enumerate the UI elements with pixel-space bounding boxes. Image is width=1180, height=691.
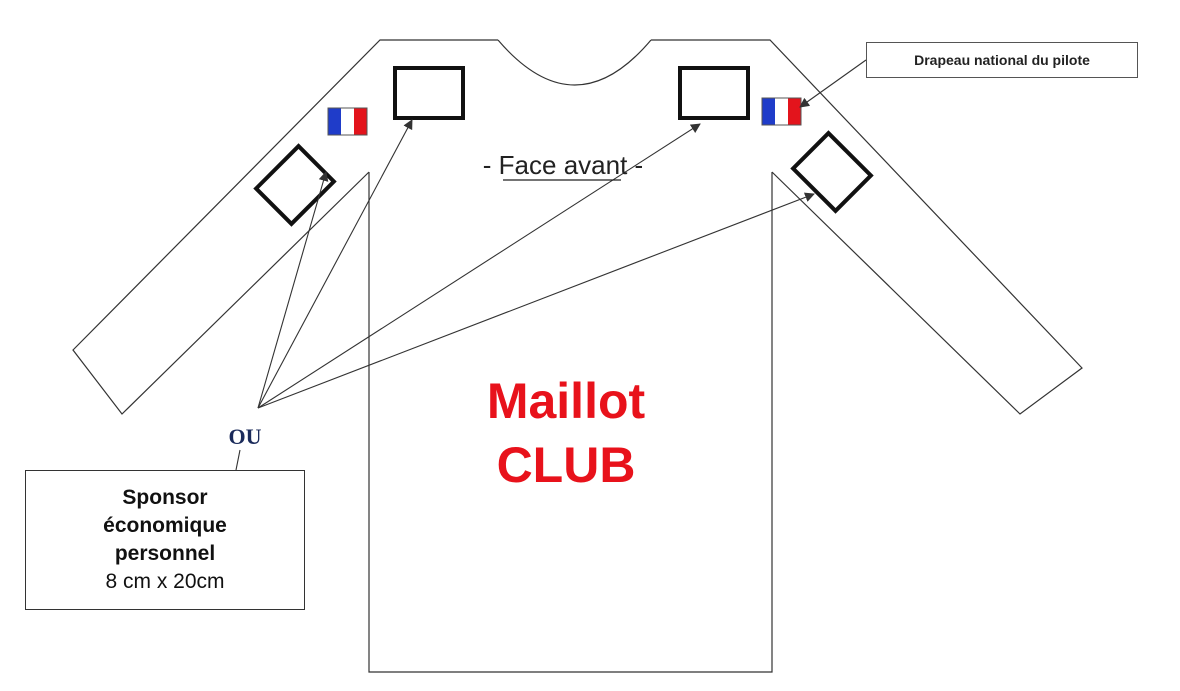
jersey-body-outline: [368, 172, 773, 673]
patch-zones: [253, 66, 874, 227]
maillot-club-title-line2: CLUB: [497, 437, 636, 493]
sponsor-line-1: Sponsor: [122, 486, 208, 509]
sponsor-line-2: économique: [103, 514, 227, 537]
face-avant-label: - Face avant -: [483, 150, 643, 180]
flag-white-band: [341, 108, 354, 135]
flag-blue-band: [762, 98, 775, 125]
right-chest-patch: [678, 66, 750, 120]
left-chest-patch: [393, 66, 465, 120]
flag-white-band: [775, 98, 788, 125]
arrow-to-right-sleeve-patch: [257, 192, 815, 409]
sponsor-size: 8 cm x 20cm: [105, 570, 225, 593]
arrow-to-left-sleeve-patch: [257, 171, 329, 409]
jersey-outline: [72, 39, 1083, 673]
jersey-collar-outline: [497, 39, 652, 86]
connector-ou-to-sponsor-box: [235, 449, 241, 471]
arrow-to-left-chest-patch: [257, 119, 413, 409]
arrow-to-flag: [799, 59, 867, 108]
flag-of-france-icon: [761, 97, 802, 126]
jersey-left-sleeve-outline: [72, 39, 498, 415]
flag-red-band: [354, 108, 367, 135]
sponsor-info-box: Sponsor économique personnel 8 cm x 20cm: [25, 470, 305, 610]
jersey-right-sleeve-outline: [651, 39, 1083, 415]
flag-callout-label: Drapeau national du pilote: [914, 52, 1090, 68]
right-sleeve-patch: [790, 130, 874, 214]
sponsor-arrows: [235, 59, 867, 471]
maillot-club-title-line1: Maillot: [487, 373, 646, 429]
left-sleeve-patch: [253, 143, 337, 227]
flag-of-france-icon: [327, 107, 368, 136]
arrow-to-right-chest-patch: [257, 123, 701, 409]
flag-blue-band: [328, 108, 341, 135]
flag-callout-box: Drapeau national du pilote: [866, 42, 1138, 78]
flag-red-band: [788, 98, 801, 125]
sponsor-line-3: personnel: [114, 542, 216, 565]
or-label: OU: [229, 424, 262, 449]
